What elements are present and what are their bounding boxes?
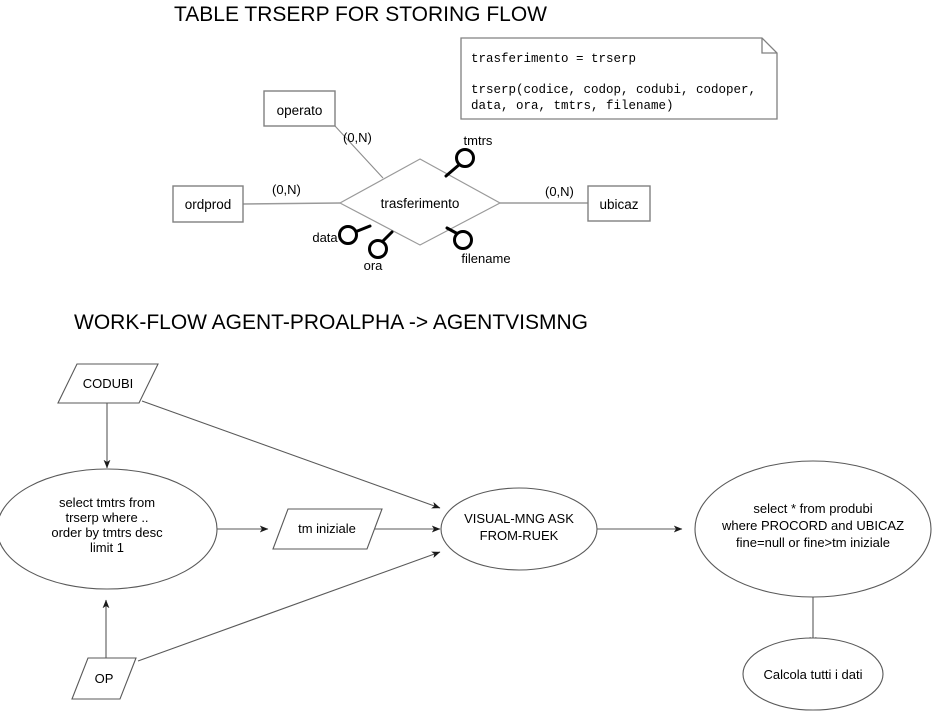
flow-section-title: WORK-FLOW AGENT-PROALPHA -> AGENTVISMNG	[74, 311, 588, 334]
cardinality-ubicaz: (0,N)	[545, 184, 574, 199]
edge-operato-trasferimento	[334, 125, 384, 179]
node-tm-iniziale-label: tm iniziale	[298, 521, 356, 536]
attribute-ora: ora	[364, 230, 394, 273]
node-select-tmtrs-line-2: trserp where ..	[65, 510, 148, 525]
node-tm-iniziale[interactable]: tm iniziale	[272, 508, 383, 550]
node-op[interactable]: OP	[71, 657, 137, 700]
node-select-tmtrs-line-3: order by tmtrs desc	[51, 525, 163, 540]
edge-op-to-visual-mng	[137, 551, 441, 662]
entity-ubicaz: ubicaz	[587, 185, 651, 222]
edge-ordprod-trasferimento	[242, 202, 341, 205]
cardinality-ordprod: (0,N)	[272, 182, 301, 197]
cardinality-operato: (0,N)	[343, 130, 372, 145]
relationship-label: trasferimento	[381, 196, 460, 211]
node-visual-mng-line-2: FROM-RUEK	[480, 528, 559, 543]
node-select-produbi[interactable]: select * from produbi where PROCORD and …	[694, 460, 932, 598]
note-box: trasferimento = trserp trserp(codice, co…	[460, 37, 778, 120]
node-select-produbi-line-2: where PROCORD and UBICAZ	[721, 518, 904, 533]
attribute-tmtrs-label: tmtrs	[464, 133, 493, 148]
attribute-filename-label: filename	[461, 251, 510, 266]
attribute-ora-label: ora	[364, 258, 384, 273]
note-line-1: trasferimento = trserp	[471, 52, 636, 66]
entity-operato: operato	[263, 90, 336, 127]
edge-codubi-to-visual-mng	[141, 400, 441, 509]
node-visual-mng[interactable]: VISUAL-MNG ASK FROM-RUEK	[440, 487, 598, 571]
node-select-tmtrs[interactable]: select tmtrs from trserp where .. order …	[0, 468, 218, 590]
node-op-label: OP	[95, 671, 114, 686]
note-line-2: trserp(codice, codop, codubi, codoper,	[471, 83, 756, 97]
node-calcola[interactable]: Calcola tutti i dati	[742, 637, 884, 711]
entity-ubicaz-label: ubicaz	[599, 197, 638, 212]
node-select-produbi-line-3: fine=null or fine>tm iniziale	[736, 535, 890, 550]
relationship-trasferimento: trasferimento	[338, 158, 502, 246]
node-calcola-label: Calcola tutti i dati	[764, 667, 863, 682]
attribute-data-label: data	[312, 230, 338, 245]
note-line-3: data, ora, tmtrs, filename)	[471, 99, 674, 113]
entity-operato-label: operato	[277, 103, 323, 118]
node-codubi[interactable]: CODUBI	[57, 363, 159, 404]
node-select-tmtrs-line-1: select tmtrs from	[59, 495, 155, 510]
node-select-tmtrs-line-4: limit 1	[90, 540, 124, 555]
node-select-produbi-line-1: select * from produbi	[753, 501, 872, 516]
er-section-title: TABLE TRSERP FOR STORING FLOW	[174, 3, 547, 26]
entity-ordprod-label: ordprod	[185, 197, 232, 212]
node-visual-mng-line-1: VISUAL-MNG ASK	[464, 511, 574, 526]
attribute-data: data	[312, 224, 372, 245]
entity-ordprod: ordprod	[172, 185, 244, 223]
attribute-tmtrs: tmtrs	[444, 133, 493, 178]
node-codubi-label: CODUBI	[83, 376, 134, 391]
attribute-filename: filename	[445, 226, 511, 266]
